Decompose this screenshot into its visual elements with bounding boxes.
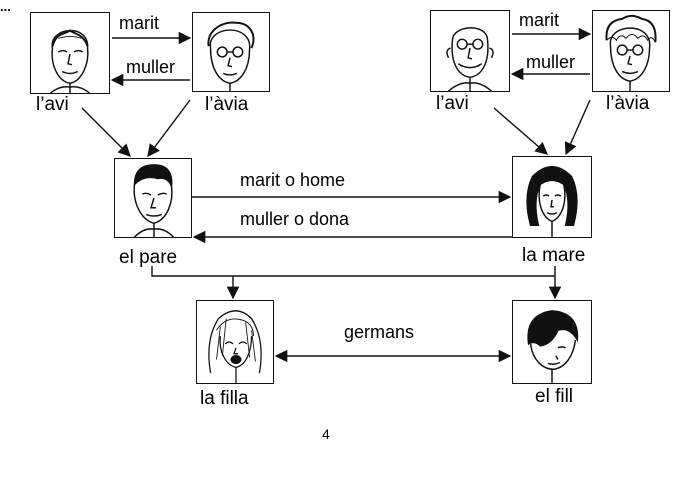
label-avia-right: l’àvia	[606, 93, 650, 114]
label-marit-o-home: marit o home	[240, 170, 346, 190]
avi-right-portrait	[430, 10, 510, 92]
label-muller-o-dona: muller o dona	[240, 209, 350, 229]
label-avi-right: l’avi	[436, 93, 469, 114]
fill-portrait	[512, 300, 592, 384]
avi-left-portrait	[30, 12, 110, 94]
old-man-face-icon	[446, 27, 494, 91]
label-avia-left: l’àvia	[205, 94, 249, 115]
arrow-avia-right-to-mare	[564, 99, 591, 156]
avia-left-portrait	[192, 12, 270, 92]
label-marit-right: marit	[519, 10, 559, 30]
arrow-avi-left-to-pare	[81, 107, 131, 157]
man-face-icon	[133, 164, 174, 237]
label-fill: el fill	[535, 386, 574, 407]
label-muller-left: muller	[126, 57, 176, 77]
page-number: 4	[322, 426, 330, 442]
old-woman-face-icon	[605, 14, 657, 91]
girl-face-icon	[208, 310, 262, 383]
label-filla: la filla	[200, 388, 249, 409]
arrow-avia-left-to-pare	[147, 99, 191, 158]
old-man-face-icon	[50, 29, 90, 93]
boy-face-icon	[527, 310, 579, 383]
label-muller-right: muller	[526, 52, 576, 72]
filla-portrait	[196, 300, 274, 384]
old-woman-face-icon	[207, 21, 255, 91]
label-marit-left: marit	[119, 13, 159, 33]
parents-to-children-line	[151, 266, 556, 277]
label-avi-left: l’avi	[36, 94, 69, 115]
label-pare: el pare	[119, 247, 178, 268]
label-germans: germans	[344, 322, 415, 342]
label-mare: la mare	[522, 245, 586, 266]
arrow-avi-right-to-mare	[493, 107, 548, 155]
corner-text: ...	[0, 0, 11, 14]
pare-portrait	[114, 158, 192, 238]
avia-right-portrait	[592, 10, 670, 92]
woman-face-icon	[526, 166, 578, 237]
mare-portrait	[512, 156, 592, 238]
